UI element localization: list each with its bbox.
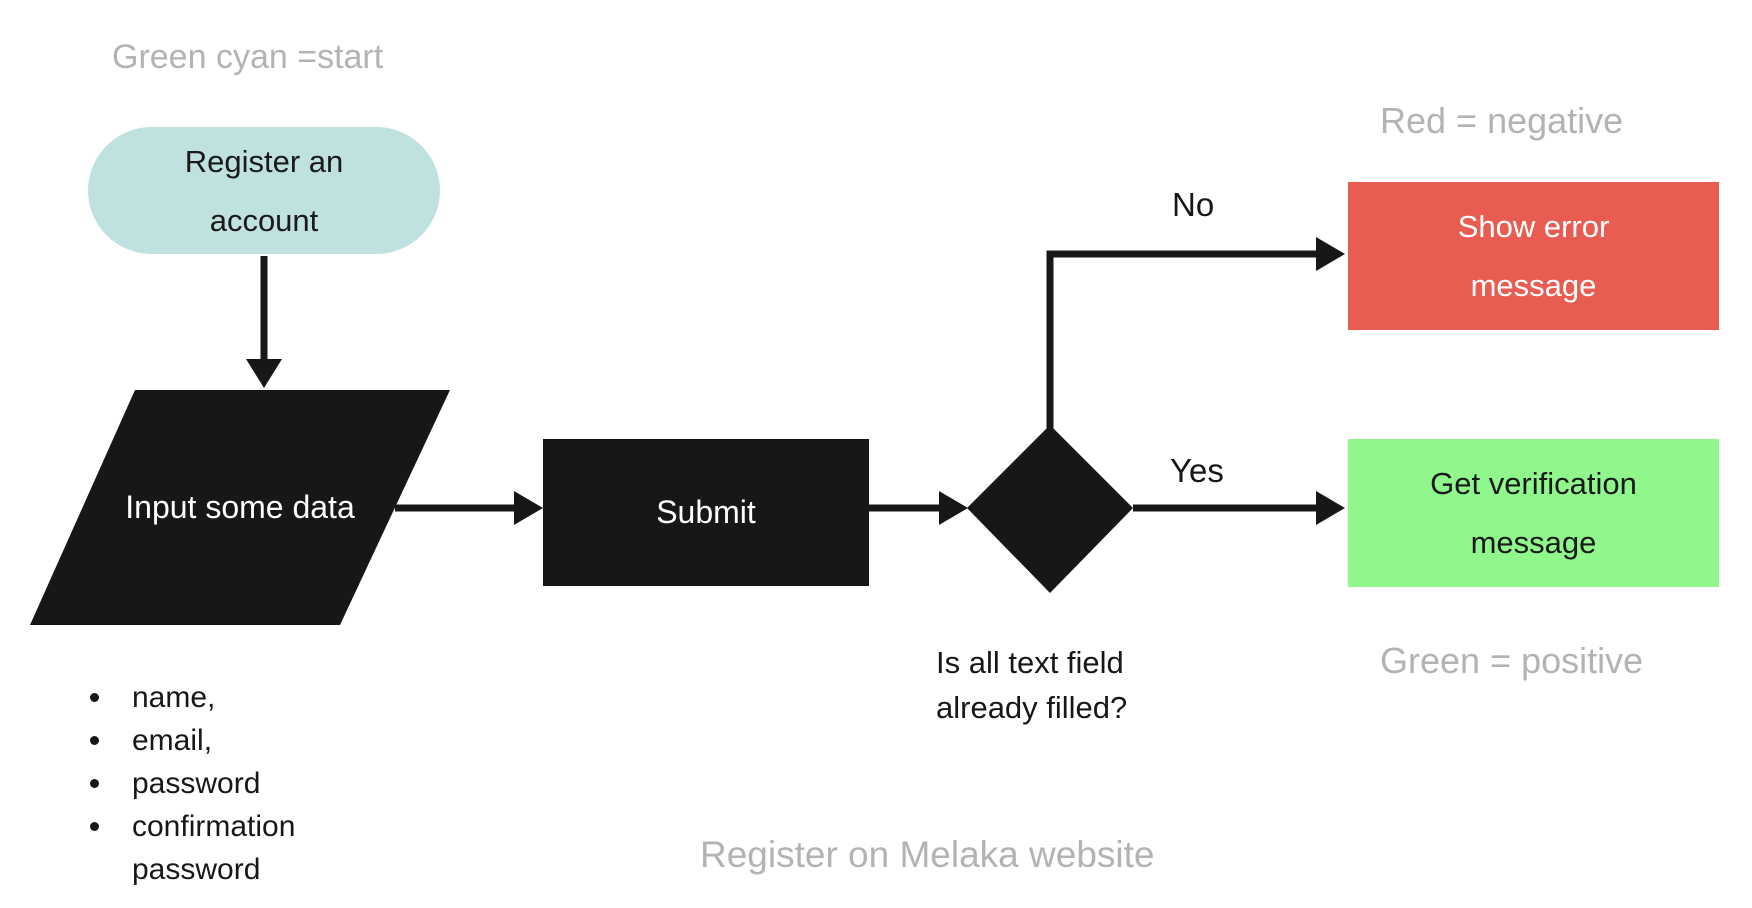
start-node: Register an account (88, 127, 440, 254)
error-node-label-line2: message (1470, 268, 1597, 303)
start-node-label-line1: Register an (184, 143, 344, 179)
input-field-item: email, (80, 719, 330, 762)
success-node: Get verification message (1348, 439, 1719, 587)
diagram-caption: Register on Melaka website (700, 834, 1155, 875)
decision-question: Is all text field already filled? (936, 640, 1127, 730)
branch-label-no: No (1172, 186, 1215, 223)
arrowhead-right-icon (1316, 237, 1345, 271)
submit-node-label: Submit (656, 494, 756, 530)
decision-question-line1: Is all text field (936, 645, 1124, 680)
branch-label-yes: Yes (1170, 452, 1224, 489)
arrowhead-right-icon (939, 491, 968, 525)
input-field-item: confirmation password (80, 805, 330, 891)
connector-decision-to-error (1046, 250, 1321, 429)
legend-positive-note: Green = positive (1380, 640, 1644, 681)
error-node-label-line1: Show error (1457, 209, 1610, 244)
success-node-label-line1: Get verification (1430, 466, 1637, 501)
legend-start-note: Green cyan =start (112, 38, 384, 76)
arrowhead-right-icon (1316, 491, 1345, 525)
input-field-item: name, (80, 676, 330, 719)
arrowhead-down-icon (246, 359, 282, 388)
start-node-label-line2: account (209, 202, 319, 238)
input-field-item: password (80, 762, 330, 805)
submit-node: Submit (543, 439, 869, 586)
input-node-label: Input some data (125, 489, 355, 525)
input-fields-list: name, email, password confirmation passw… (80, 676, 330, 891)
decision-question-line2: already filled? (936, 690, 1128, 725)
legend-negative-note: Red = negative (1380, 100, 1624, 141)
error-node: Show error message (1348, 182, 1719, 330)
success-node-label-line2: message (1470, 525, 1597, 560)
arrowhead-right-icon (514, 491, 543, 525)
decision-diamond (967, 425, 1133, 593)
